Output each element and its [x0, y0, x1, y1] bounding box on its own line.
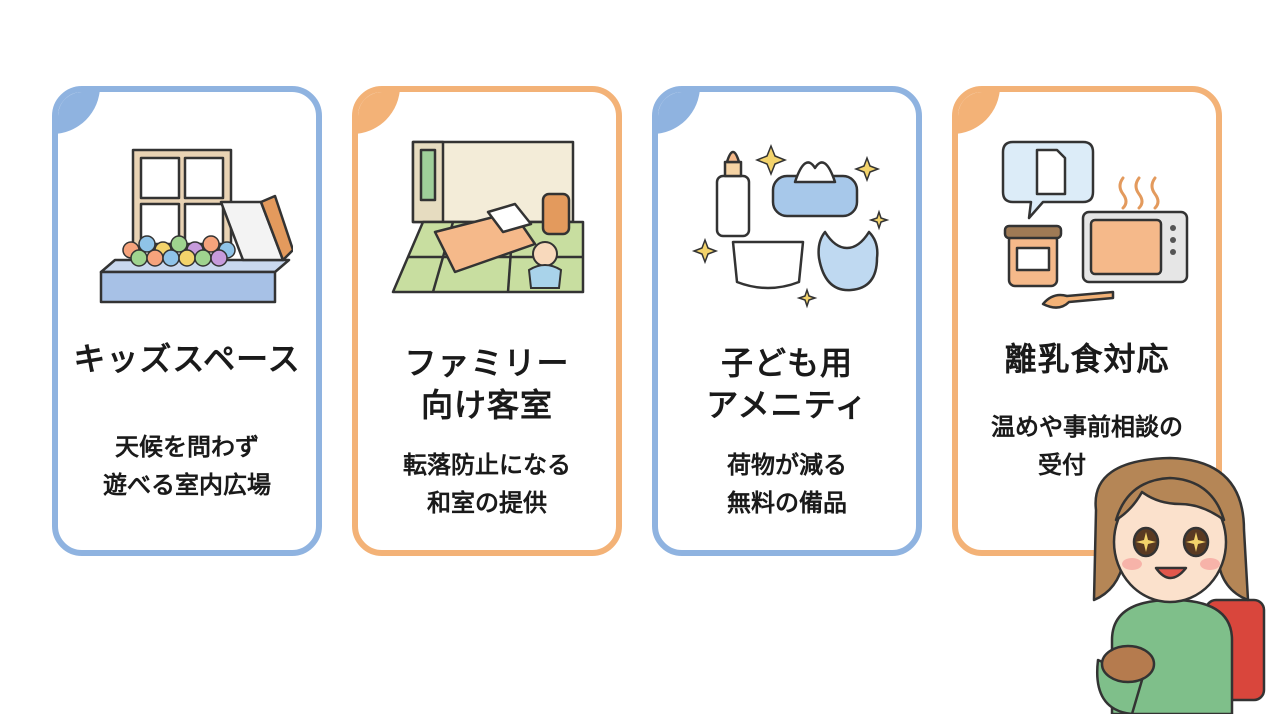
card-description: 温めや事前相談の 受付 — [958, 408, 1216, 484]
card-title-line: 離乳食対応 — [1004, 340, 1170, 378]
japanese-room-futon-icon — [391, 140, 585, 294]
card-desc-line: 無料の備品 — [727, 489, 847, 517]
card-title: キッズスペース — [58, 338, 316, 380]
card-title-line: キッズスペース — [73, 340, 301, 378]
card-desc-line: 天候を問わず — [115, 433, 259, 461]
girl-mascot-illustration — [1092, 456, 1266, 714]
baby-food-microwave-icon — [1001, 140, 1189, 309]
card-desc-line: 転落防止になる — [403, 451, 571, 479]
card-kids-space: キッズスペース 天候を問わず 遊べる室内広場 — [52, 86, 322, 556]
card-title-line: アメニティ — [706, 386, 868, 424]
card-description: 天候を問わず 遊べる室内広場 — [58, 428, 316, 504]
card-desc-line: 和室の提供 — [427, 489, 547, 517]
card-corner-accent — [358, 92, 400, 134]
card-title-line: 向け客室 — [420, 386, 553, 424]
card-desc-line: 遊べる室内広場 — [103, 471, 271, 499]
card-desc-line: 受付 — [1038, 451, 1086, 479]
card-desc-line: 荷物が減る — [727, 451, 847, 479]
card-title: 子ども用 アメニティ — [658, 342, 916, 426]
card-title-line: 子ども用 — [720, 344, 853, 382]
card-desc-line: 温めや事前相談の — [991, 413, 1183, 441]
card-description: 転落防止になる 和室の提供 — [358, 446, 616, 522]
card-corner-accent — [58, 92, 100, 134]
card-corner-accent — [958, 92, 1000, 134]
card-title-line: ファミリー — [404, 344, 570, 382]
baby-amenities-icon — [691, 143, 890, 309]
card-family-room: ファミリー 向け客室 転落防止になる 和室の提供 — [352, 86, 622, 556]
card-title: ファミリー 向け客室 — [358, 342, 616, 426]
card-description: 荷物が減る 無料の備品 — [658, 446, 916, 522]
ball-pit-slide-icon — [99, 148, 293, 304]
card-title: 離乳食対応 — [958, 338, 1216, 380]
card-corner-accent — [658, 92, 700, 134]
card-kids-amenities: 子ども用 アメニティ 荷物が減る 無料の備品 — [652, 86, 922, 556]
